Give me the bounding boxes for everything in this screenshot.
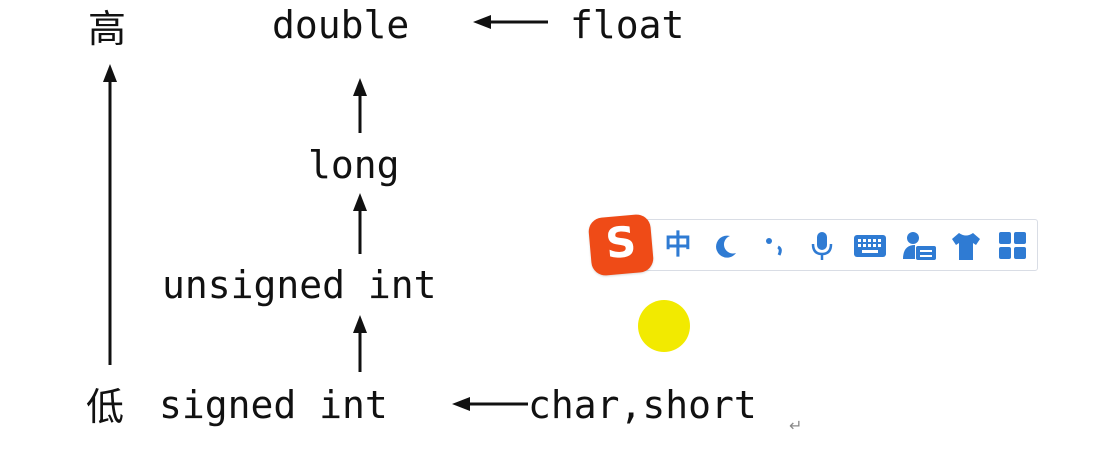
punctuation-icon <box>766 238 782 256</box>
moon-icon <box>716 235 736 258</box>
grid-icon <box>999 232 1026 259</box>
node-float: float <box>570 3 685 47</box>
paragraph-mark: ↵ <box>789 416 803 435</box>
shirt-icon <box>952 233 980 260</box>
ime-skin-button[interactable] <box>948 229 984 263</box>
ime-voice-button[interactable] <box>804 229 840 263</box>
ime-logo[interactable]: S <box>587 213 655 277</box>
ime-user-center-button[interactable] <box>902 229 938 263</box>
pointer-highlight <box>638 300 690 352</box>
axis-high-label: 高 <box>88 7 127 51</box>
axis-arrow-head <box>103 64 117 82</box>
user-card-icon <box>903 232 936 260</box>
node-char-short: char,short <box>528 383 757 427</box>
microphone-icon <box>811 232 833 260</box>
ime-chinese-mode-button[interactable]: 中 <box>664 230 692 261</box>
node-signed-int: signed int <box>159 383 388 427</box>
node-long: long <box>308 143 400 187</box>
ime-toolbox-button[interactable] <box>994 229 1030 263</box>
node-unsigned-int: unsigned int <box>162 263 437 307</box>
ime-logo-letter: S <box>603 216 638 269</box>
ime-punctuation-button[interactable] <box>756 229 792 263</box>
node-double: double <box>272 3 410 47</box>
keyboard-icon <box>854 235 886 257</box>
ime-soft-keyboard-button[interactable] <box>852 229 888 263</box>
ime-half-width-button[interactable] <box>708 229 744 263</box>
axis-low-label: 低 <box>86 385 125 429</box>
